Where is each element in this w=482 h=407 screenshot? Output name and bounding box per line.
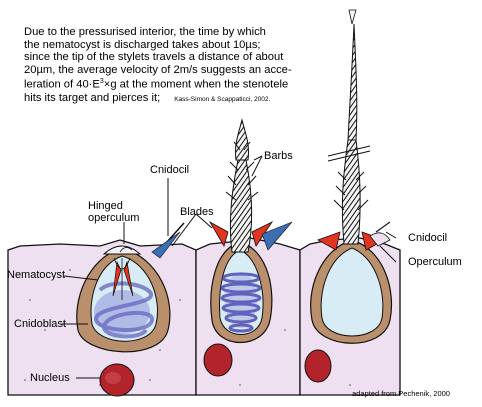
nucleus-right xyxy=(304,349,332,383)
intro-line-2: the nematocyst is discharged takes about… xyxy=(24,38,261,51)
nucleus-middle xyxy=(203,343,233,377)
nematocyst-capsule-right xyxy=(310,9,393,344)
exponent: 3 xyxy=(99,78,104,86)
label-barbs: Barbs xyxy=(264,150,293,162)
intro-line-6: hits its target and pierces it; Kass-Simo… xyxy=(24,92,344,107)
label-blades: Blades xyxy=(180,206,214,218)
nucleus-left xyxy=(99,363,135,397)
label-cnidocil-right: Cnidocil xyxy=(408,232,448,244)
intro-line-1: Due to the pressurised interior, the tim… xyxy=(24,26,266,38)
intro-line-5: leration of 40·E3×g at the moment when t… xyxy=(24,78,289,92)
label-cnidocil-left: Cnidocil xyxy=(150,164,190,176)
intro-line-3: since the tip of the stylets travels a d… xyxy=(24,51,284,64)
intro-line-6-text: hits its target and pierces it; xyxy=(24,91,161,104)
label-cnidoblast: Cnidoblast xyxy=(14,318,66,330)
label-nematocyst: Nematocyst xyxy=(7,269,66,281)
label-hinged-operculum-text: Hinged operculum xyxy=(88,200,140,224)
leader-lines xyxy=(62,155,397,379)
label-nucleus: Nucleus xyxy=(30,372,70,384)
citation: Kass-Simon & Scappaticci, 2002. xyxy=(174,95,271,103)
intro-text: Due to the pressurised interior, the tim… xyxy=(24,26,344,106)
label-operculum: Operculum xyxy=(408,256,462,268)
nematocyst-capsule-left xyxy=(76,222,185,353)
label-hinged-operculum: Hinged operculum xyxy=(88,200,139,224)
intro-line-4: 20µm, the average velocity of 2m/s sugge… xyxy=(24,63,292,76)
nematocyst-capsule-middle xyxy=(208,118,293,343)
credit-text: adapted from Pechenik, 2000 xyxy=(352,389,450,398)
